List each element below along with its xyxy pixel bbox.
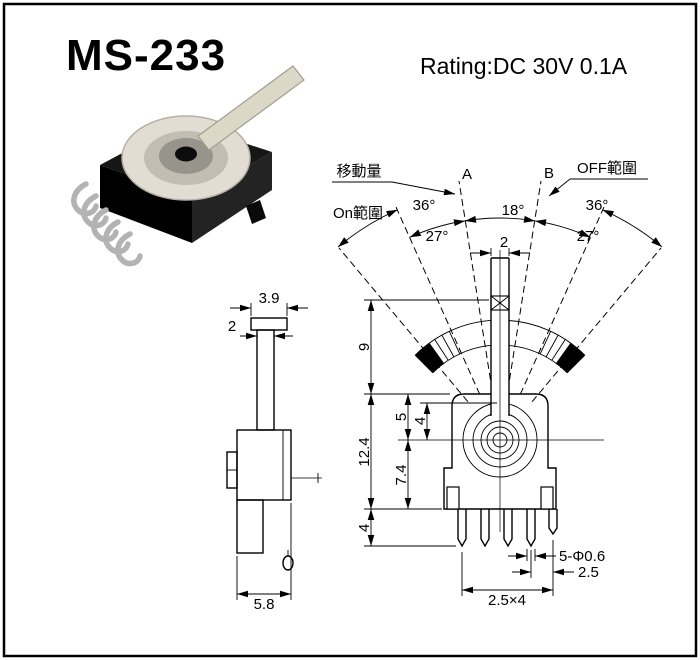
product-photo — [71, 65, 305, 267]
dim-thickness: 2 — [228, 318, 293, 340]
terminal-pins — [457, 509, 558, 548]
side-view: 3.9 2 5.8 — [226, 290, 322, 613]
movement-label: 移動量 — [336, 163, 381, 180]
dim-tip-width: 3.9 — [230, 290, 308, 316]
point-b-label: B — [544, 165, 554, 182]
arc-arrowheads — [338, 209, 662, 247]
dim-7-4-text: 7.4 — [393, 465, 410, 486]
side-lever-shaft — [256, 329, 275, 431]
point-a-label: A — [462, 166, 472, 183]
dim-pins-bottom: 2.5×4 2.5 5-Φ0.6 — [461, 540, 605, 609]
side-lever-tip — [250, 317, 288, 331]
dim-depth: 5.8 — [236, 503, 292, 613]
dim-5-8-text: 5.8 — [254, 596, 275, 613]
dim-5-text: 5 — [393, 413, 410, 421]
movement-leader — [391, 181, 456, 196]
right-mount-slot — [540, 486, 554, 510]
on-range-label: On範圍 — [333, 204, 383, 222]
dim-lever-width: 2 — [470, 234, 530, 257]
dim-3-9-text: 3.9 — [259, 290, 280, 307]
photo-mount-leg — [246, 200, 266, 224]
photo-lever — [197, 65, 305, 151]
angle-27-right: 27° — [577, 228, 600, 245]
fan-dashed-lines — [338, 180, 662, 403]
dim-12-4-text: 12.4 — [356, 437, 373, 466]
photo-center-knob — [175, 146, 197, 162]
page-title: MS-233 — [66, 31, 226, 80]
front-view: 36° 27° 18° 27° 36° A B 移動量 On範圍 OFF範圍 — [332, 159, 663, 609]
dim-pitch-total-text: 2.5×4 — [488, 592, 526, 609]
angle-18-center: 18° — [502, 202, 525, 219]
dim-last-pitch-text: 2.5 — [578, 564, 599, 581]
dim-lever-width-text: 2 — [500, 234, 508, 251]
dim-2-text: 2 — [228, 318, 236, 335]
side-lower-block — [236, 499, 264, 554]
dim-chain-left: 9 12.4 4 — [356, 299, 489, 547]
angle-27-left: 27° — [426, 228, 449, 245]
photo-pins — [71, 181, 143, 267]
dim-chain-inner: 5 7.4 4 — [393, 394, 497, 509]
side-pin-tip — [282, 555, 294, 571]
angle-36-left: 36° — [413, 197, 436, 214]
off-range-leader — [548, 178, 571, 197]
dim-4-pin-text: 4 — [356, 524, 373, 532]
rating-text: Rating:DC 30V 0.1A — [420, 53, 628, 79]
angle-36-right: 36° — [586, 197, 609, 214]
dim-9-text: 9 — [356, 343, 373, 351]
off-range-label: OFF範圍 — [577, 159, 637, 177]
left-mount-slot — [446, 486, 460, 510]
switch-body-outline — [443, 393, 557, 510]
dim-pin-dia-text: 5-Φ0.6 — [559, 548, 605, 565]
dim-4-upper-text: 4 — [412, 417, 429, 425]
